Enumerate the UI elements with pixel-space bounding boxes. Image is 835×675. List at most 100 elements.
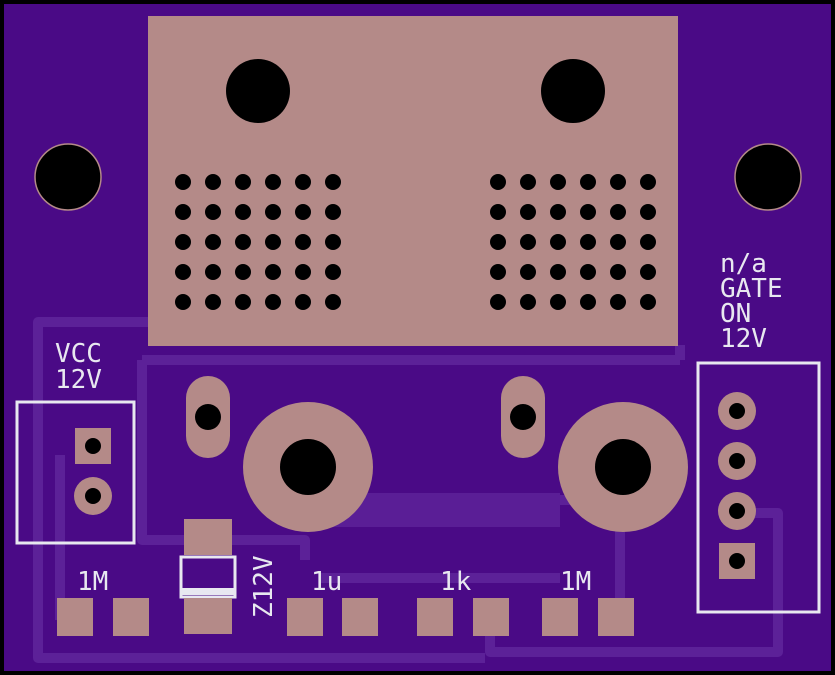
connector-pin-hole (265, 234, 281, 250)
connector-pin-hole (550, 234, 566, 250)
connector-pin-hole (580, 174, 596, 190)
connector-pin-hole (265, 264, 281, 280)
connector-pin-hole (295, 294, 311, 310)
connector-pin-hole (520, 204, 536, 220)
zener-pad-bottom (184, 598, 232, 634)
connector-pin-hole (205, 264, 221, 280)
connector-pin-hole (580, 204, 596, 220)
res-right-pad-b (598, 598, 634, 636)
connector-pin-hole (325, 234, 341, 250)
vcc-pin-1-hole (85, 438, 101, 454)
connector-pin-hole (490, 294, 506, 310)
connector-pin-hole (325, 294, 341, 310)
connector-pad (148, 16, 678, 346)
connector-pin-hole (235, 294, 251, 310)
connector-pin-hole (550, 174, 566, 190)
slot-hole-right (510, 404, 536, 430)
connector-pin-hole (175, 174, 191, 190)
connector-pin-hole (520, 234, 536, 250)
res-left-pad-a (57, 598, 93, 636)
connector-pin-hole (610, 174, 626, 190)
res-left-label: 1M (77, 567, 108, 597)
connector-pin-hole (640, 174, 656, 190)
zener-body-outline (179, 555, 237, 599)
res-mid-pad-a (417, 598, 453, 636)
status-pin-1-hole (729, 403, 745, 419)
connector-pin-hole (295, 234, 311, 250)
connector-pin-hole (235, 264, 251, 280)
connector-pin-hole (520, 174, 536, 190)
slot-hole-left (195, 404, 221, 430)
cap-pad-a (287, 598, 323, 636)
board-mount-hole-right (734, 143, 802, 211)
connector-pin-hole (580, 234, 596, 250)
connector-pin-hole (265, 174, 281, 190)
connector-pin-hole (205, 294, 221, 310)
connector-pin-hole (520, 264, 536, 280)
res-left-pad-b (113, 598, 149, 636)
res-mid-label: 1k (440, 567, 472, 597)
connector-pin-hole (580, 264, 596, 280)
connector-pin-hole (325, 204, 341, 220)
connector-pin-grid-right (490, 174, 656, 310)
connector-pin-hole (610, 234, 626, 250)
connector-pin-hole (490, 204, 506, 220)
cap-label: 1u (311, 567, 342, 597)
connector-pin-hole (265, 294, 281, 310)
connector-pin-hole (295, 174, 311, 190)
connector-pin-hole (610, 264, 626, 280)
connector-mount-hole-left (226, 59, 290, 123)
vcc-pin-2-hole (85, 488, 101, 504)
connector-pin-grid-left (175, 174, 341, 310)
status-label-line1: n/a (720, 249, 767, 279)
connector-pin-hole (580, 294, 596, 310)
connector-pin-hole (265, 204, 281, 220)
connector-pin-hole (550, 204, 566, 220)
res-right-label: 1M (560, 567, 591, 597)
connector-pin-hole (550, 294, 566, 310)
connector-pin-hole (205, 204, 221, 220)
zener-label: Z12V (249, 555, 279, 618)
connector-pin-hole (295, 264, 311, 280)
status-label-line4: 12V (720, 324, 767, 354)
connector-pin-hole (295, 204, 311, 220)
power-hole-left (280, 439, 336, 495)
connector-pin-hole (235, 204, 251, 220)
res-mid-pad-b (473, 598, 509, 636)
status-pin-2-hole (729, 453, 745, 469)
connector-pin-hole (175, 294, 191, 310)
connector-pin-hole (490, 264, 506, 280)
status-pin-3-hole (729, 503, 745, 519)
zener-cathode-band (182, 588, 234, 595)
connector-pin-hole (640, 264, 656, 280)
board-mount-hole-left (34, 143, 102, 211)
connector-pin-hole (175, 264, 191, 280)
cap-pad-b (342, 598, 378, 636)
connector-pin-hole (640, 204, 656, 220)
power-hole-right (595, 439, 651, 495)
connector-pin-hole (490, 174, 506, 190)
connector-pin-hole (550, 264, 566, 280)
connector-pin-hole (610, 204, 626, 220)
trace-wide (330, 493, 560, 527)
connector-pin-hole (640, 234, 656, 250)
connector-pin-hole (235, 174, 251, 190)
connector-pin-hole (175, 204, 191, 220)
connector-pin-hole (490, 234, 506, 250)
connector-pin-hole (205, 234, 221, 250)
connector-pin-hole (520, 294, 536, 310)
status-header-outline (696, 361, 821, 614)
status-label-line3: ON (720, 299, 751, 329)
connector-pin-hole (175, 234, 191, 250)
connector-pin-hole (325, 174, 341, 190)
zener-pad-top (184, 519, 232, 555)
connector-mount-hole-right (541, 59, 605, 123)
vcc-label-line2: 12V (55, 365, 102, 395)
connector-pin-hole (640, 294, 656, 310)
connector-pin-hole (205, 174, 221, 190)
vcc-label-line1: VCC (55, 339, 102, 369)
status-label-line2: GATE (720, 274, 783, 304)
status-pin-4-hole (729, 553, 745, 569)
vcc-connector-outline (15, 400, 136, 545)
